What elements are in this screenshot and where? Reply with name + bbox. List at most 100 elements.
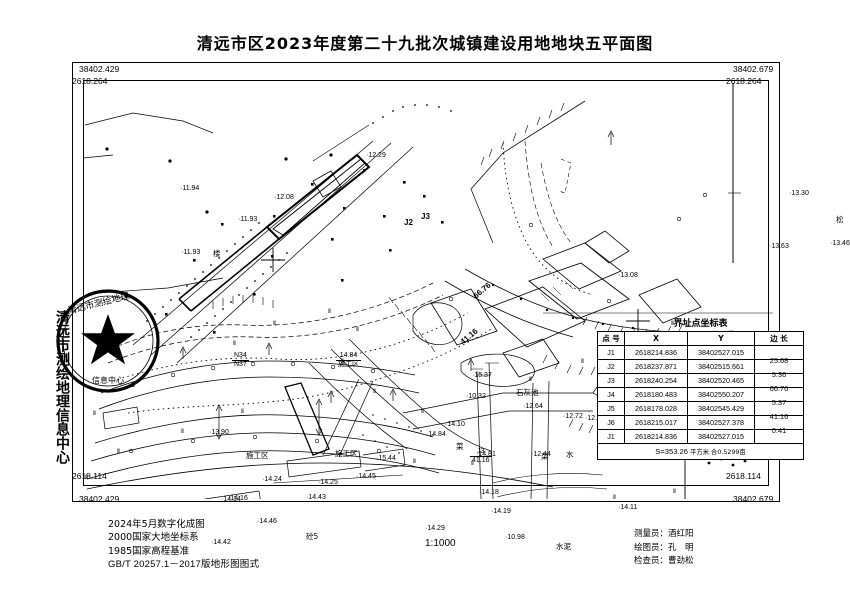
drafter-line: 绘图员：孔 明 bbox=[634, 542, 694, 553]
elevation-label: ·11.94 bbox=[180, 185, 200, 192]
control-point-n34: 14.84 施工区 bbox=[336, 352, 361, 369]
surveyor-line: 测量员：酒红阳 bbox=[634, 529, 694, 539]
elevation-label: ·14.11 bbox=[618, 504, 638, 511]
cell-point-no: J6 bbox=[597, 415, 625, 430]
control-point-n37: N34 N37 bbox=[232, 352, 249, 369]
cell-side-length: 66.76 bbox=[754, 379, 804, 394]
control-point-n34-code: 14.84 bbox=[336, 352, 361, 362]
coord-bottom-right-y: 2618.114 bbox=[726, 471, 761, 481]
coord-bottom-right-x: 38402.679 bbox=[733, 494, 774, 504]
svg-text:Ⅱ: Ⅱ bbox=[85, 474, 88, 481]
footer-line-1: 2024年5月数字化成图 bbox=[108, 519, 205, 530]
cell-y: 38402515.661 bbox=[687, 359, 755, 374]
svg-text:Ⅱ: Ⅱ bbox=[117, 448, 120, 455]
elevation-label: ·13.90 bbox=[209, 429, 229, 436]
page-title: 清远市区2023年度第二十九批次城镇建设用地地块五平面图 bbox=[196, 34, 654, 53]
elevation-label: ·13.46 bbox=[830, 240, 850, 247]
elevation-label: ·15.44 bbox=[376, 455, 396, 462]
control-point-qiii173-code: J3 bbox=[470, 448, 492, 458]
control-point-qiii173: J3 41.16 bbox=[470, 448, 492, 465]
elevation-label: ·14.29 bbox=[425, 525, 445, 532]
elevation-label: ·15.37 bbox=[472, 372, 492, 379]
svg-text:Ⅱ: Ⅱ bbox=[613, 494, 616, 499]
cell-x: 2618240.254 bbox=[624, 373, 688, 388]
cell-point-no: J2 bbox=[597, 359, 625, 374]
area-unit: 平方米 合0.5299亩 bbox=[690, 449, 746, 456]
elevation-label: ·12.64 bbox=[523, 403, 543, 410]
elevation-label: ·14.10 bbox=[445, 421, 465, 428]
cell-x: 2618214.836 bbox=[624, 345, 688, 360]
cell-x: 2618178.028 bbox=[624, 401, 688, 416]
map-feature-label: 砼5 bbox=[306, 532, 319, 541]
cell-side-length: 5.36 bbox=[754, 365, 804, 380]
control-point-n37-elev: N37 bbox=[234, 361, 247, 369]
map-feature-label: 施工区 bbox=[246, 451, 269, 460]
elevation-label: ·14.16 bbox=[228, 495, 248, 502]
official-seal: 清远市测绘地理 信息中心 bbox=[48, 283, 168, 403]
cell-point-no: J1 bbox=[597, 345, 625, 360]
coordinate-table-title: 界址点坐标表 bbox=[673, 319, 728, 329]
col-x: X bbox=[624, 331, 688, 346]
cell-side-length: 0.41 bbox=[754, 421, 804, 436]
footer-left-block: 2024年5月数字化成图 2000国家大地坐标系 1985国家高程基准 GB/T… bbox=[108, 518, 259, 572]
svg-text:Ⅱ: Ⅱ bbox=[471, 460, 474, 467]
elevation-label: ·14.42 bbox=[211, 539, 231, 546]
map-feature-label: 石灰池 bbox=[516, 388, 539, 397]
map-scale: 1:1000 bbox=[425, 538, 456, 549]
svg-text:Ⅱ: Ⅱ bbox=[421, 408, 424, 415]
coord-top-left-y: 2618.264 bbox=[72, 76, 108, 86]
svg-text:Ⅱ: Ⅱ bbox=[93, 410, 96, 417]
cell-side-length: 41.16 bbox=[754, 407, 804, 422]
svg-text:Ⅱ: Ⅱ bbox=[181, 428, 184, 435]
cell-x: 2618215.017 bbox=[624, 415, 688, 430]
coord-top-left-x: 38402.429 bbox=[79, 64, 120, 74]
elevation-label: ·12.72 bbox=[563, 413, 583, 420]
area-summary: S=353.26 平方米 合0.5299亩 bbox=[597, 443, 804, 460]
cell-y: 38402527.015 bbox=[687, 429, 755, 444]
elevation-label: ·14.14 bbox=[221, 496, 241, 503]
area-value: S=353.26 bbox=[655, 447, 689, 456]
cell-point-no: J1 bbox=[597, 429, 625, 444]
elevation-label: ·13.30 bbox=[789, 190, 809, 197]
control-point-n37-code: N34 bbox=[232, 352, 249, 362]
svg-text:信息中心: 信息中心 bbox=[92, 375, 124, 385]
seal-side-text: 清远市测绘地理信息中心 bbox=[54, 310, 70, 464]
svg-text:Ⅱ: Ⅱ bbox=[529, 376, 532, 383]
svg-text:Ⅱ: Ⅱ bbox=[241, 408, 244, 415]
svg-text:Ⅱ: Ⅱ bbox=[273, 320, 276, 327]
svg-text:Ⅱ: Ⅱ bbox=[581, 358, 584, 365]
footer-line-2: 2000国家大地坐标系 bbox=[108, 532, 199, 544]
elevation-label: ·14.19 bbox=[491, 508, 511, 515]
svg-text:Ⅱ: Ⅱ bbox=[328, 308, 331, 315]
coord-bottom-left-x: 38402.429 bbox=[79, 494, 120, 504]
elevation-label: ·11.93 bbox=[181, 249, 201, 256]
elevation-label: ·14.43 bbox=[306, 494, 326, 501]
map-feature-label: 菜 bbox=[456, 442, 464, 451]
elevation-label: ·13.08 bbox=[618, 272, 638, 279]
cell-point-no: J4 bbox=[597, 387, 625, 402]
map-feature-label: 水泥 bbox=[556, 542, 571, 551]
coord-top-right-y: 2618.264 bbox=[726, 76, 762, 86]
control-point-qiii173-elev: 41.16 bbox=[472, 457, 490, 465]
elevation-label: ·14.81 bbox=[476, 451, 496, 458]
elevation-label: ·11.93 bbox=[238, 216, 258, 223]
coord-top-right-x: 38402.679 bbox=[733, 64, 774, 74]
cell-side-length: 25.68 bbox=[754, 351, 804, 366]
col-point-no: 点 号 bbox=[597, 331, 625, 346]
map-frame-inner bbox=[83, 80, 769, 486]
cell-point-no: J5 bbox=[597, 401, 625, 416]
cell-x: 2618214.836 bbox=[624, 429, 688, 444]
cell-y: 38402545.429 bbox=[687, 401, 755, 416]
svg-text:Ⅱ: Ⅱ bbox=[671, 320, 674, 327]
map-feature-label: 楼 bbox=[213, 249, 221, 258]
elevation-label: ·10.32 bbox=[466, 393, 486, 400]
elevation-label: ·14.18 bbox=[479, 489, 499, 496]
